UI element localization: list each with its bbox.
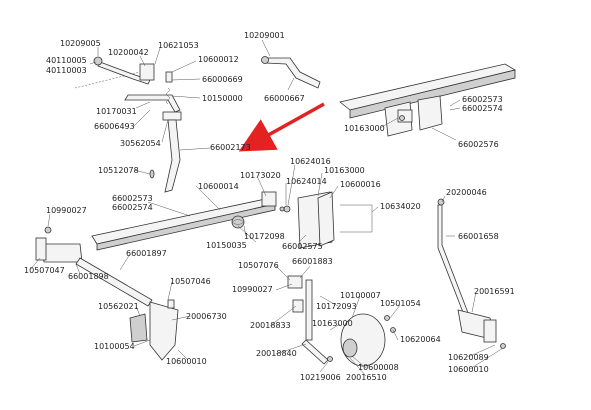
part-label: 66002575	[282, 242, 323, 251]
part-label: 10600012	[198, 55, 239, 64]
part-label: 20018840	[256, 349, 297, 358]
part-label: 10634020	[380, 202, 421, 211]
part-label: 10600010	[166, 357, 207, 366]
part-label: 10501054	[380, 299, 421, 308]
part-label: 66002573	[112, 194, 153, 203]
spring-collar	[165, 71, 173, 83]
part-label: 10209005	[60, 39, 101, 48]
part-label: 20016591	[474, 287, 515, 296]
s-tine	[164, 119, 181, 193]
part-label: 10172098	[244, 232, 285, 241]
ball-knob	[93, 56, 103, 66]
pointer-arrow	[238, 102, 325, 152]
part-label: 66001883	[292, 257, 333, 266]
part-label: 66002574	[112, 203, 153, 212]
lower-left-arm	[35, 226, 179, 361]
part-label: 10170031	[96, 107, 137, 116]
part-label: 10219006	[300, 373, 341, 382]
part-label: 10209001	[244, 31, 285, 40]
rake-arm	[437, 198, 506, 349]
part-label: 66001898	[68, 272, 109, 281]
part-label: 20016510	[346, 373, 387, 382]
part-label: 66000669	[202, 75, 243, 84]
part-label: 66002574	[462, 104, 503, 113]
part-label: 10624014	[286, 177, 327, 186]
part-label: 30562054	[120, 139, 161, 148]
part-label: 10150035	[206, 241, 247, 250]
part-label: 40110005	[46, 56, 87, 65]
part-label: 66002576	[458, 140, 499, 149]
main-frame-beam	[339, 63, 517, 137]
part-label: 10562021	[98, 302, 139, 311]
part-label: 66001658	[458, 232, 499, 241]
part-label: 10163000	[312, 319, 353, 328]
part-label: 66006493	[94, 122, 135, 131]
part-label: 10507046	[170, 277, 211, 286]
mounting-bracket	[279, 191, 373, 249]
part-label: 20018833	[250, 321, 291, 330]
leader-lines	[29, 39, 504, 377]
part-label: 10990027	[46, 206, 87, 215]
lever-handle	[261, 56, 321, 89]
spring-tine-assembly	[74, 56, 182, 193]
part-label: 20200046	[446, 188, 487, 197]
part-label: 10990027	[232, 285, 273, 294]
tine-arm	[97, 61, 151, 85]
part-label: 66000667	[264, 94, 305, 103]
part-label: 10507047	[24, 266, 65, 275]
part-label: 40110003	[46, 66, 87, 75]
part-label: 10624016	[290, 157, 331, 166]
part-label: 10620064	[400, 335, 441, 344]
part-labels: 10209005 10200042 10621053 40110005 4011…	[24, 31, 515, 382]
disc-assembly	[287, 275, 396, 367]
part-label: 10150000	[202, 94, 243, 103]
part-label: 10507076	[238, 261, 279, 270]
part-label: 20006730	[186, 312, 227, 321]
part-label: 66002173	[210, 143, 251, 152]
bolt-small	[149, 169, 155, 179]
part-label: 10173020	[240, 171, 281, 180]
part-label: 10600008	[358, 363, 399, 372]
part-label: 10600016	[340, 180, 381, 189]
part-label: 10621053	[158, 41, 199, 50]
coil-spring	[166, 87, 170, 105]
clamp-block	[139, 63, 155, 81]
part-label: 10600014	[198, 182, 239, 191]
part-label: 10163000	[324, 166, 365, 175]
central-beam	[91, 191, 277, 251]
tine-mount	[162, 111, 182, 121]
part-label: 10172093	[316, 302, 357, 311]
part-label: 10200042	[108, 48, 149, 57]
part-label: 10100054	[94, 342, 135, 351]
part-label: 10620089	[448, 353, 489, 362]
part-label: 66002573	[462, 95, 503, 104]
part-label: 10100007	[340, 291, 381, 300]
coil-spring-chain	[74, 71, 141, 89]
part-label: 10163000	[344, 124, 385, 133]
part-label: 66001897	[126, 249, 167, 258]
part-label: 10600010	[448, 365, 489, 374]
part-label: 10512078	[98, 166, 139, 175]
